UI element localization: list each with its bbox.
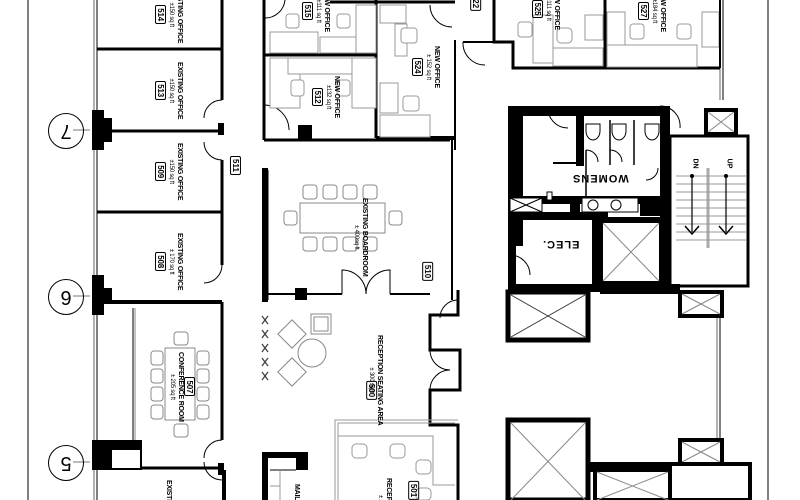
stair-up-label: UP: [725, 158, 733, 169]
room-506-label: EXISTING OFFICE± 1: [156, 480, 172, 500]
electrical-room-label: ELEC.: [542, 238, 580, 250]
room-510-tag: 510: [422, 261, 434, 282]
room-505-label: MAIL ROOM± 1: [284, 484, 300, 500]
room-510-label: EXISTING BOARDROOM± 400sq ft: [353, 198, 368, 277]
grid-marker-5: 5: [48, 445, 84, 481]
womens-washroom-label: WOMENS: [572, 172, 629, 184]
grid-marker-6: 6: [48, 279, 84, 315]
room-500-tag: 500: [366, 380, 378, 401]
stair-down-label: DN: [691, 158, 699, 169]
room-501-label: RECEPTION DESK± 230 sq ft: [376, 478, 392, 500]
grid-marker-7: 7: [48, 113, 84, 149]
room-501-tag: 501: [408, 480, 420, 500]
corridor-511-tag: 511: [229, 156, 241, 175]
corridor-522-tag: 522: [470, 0, 482, 12]
